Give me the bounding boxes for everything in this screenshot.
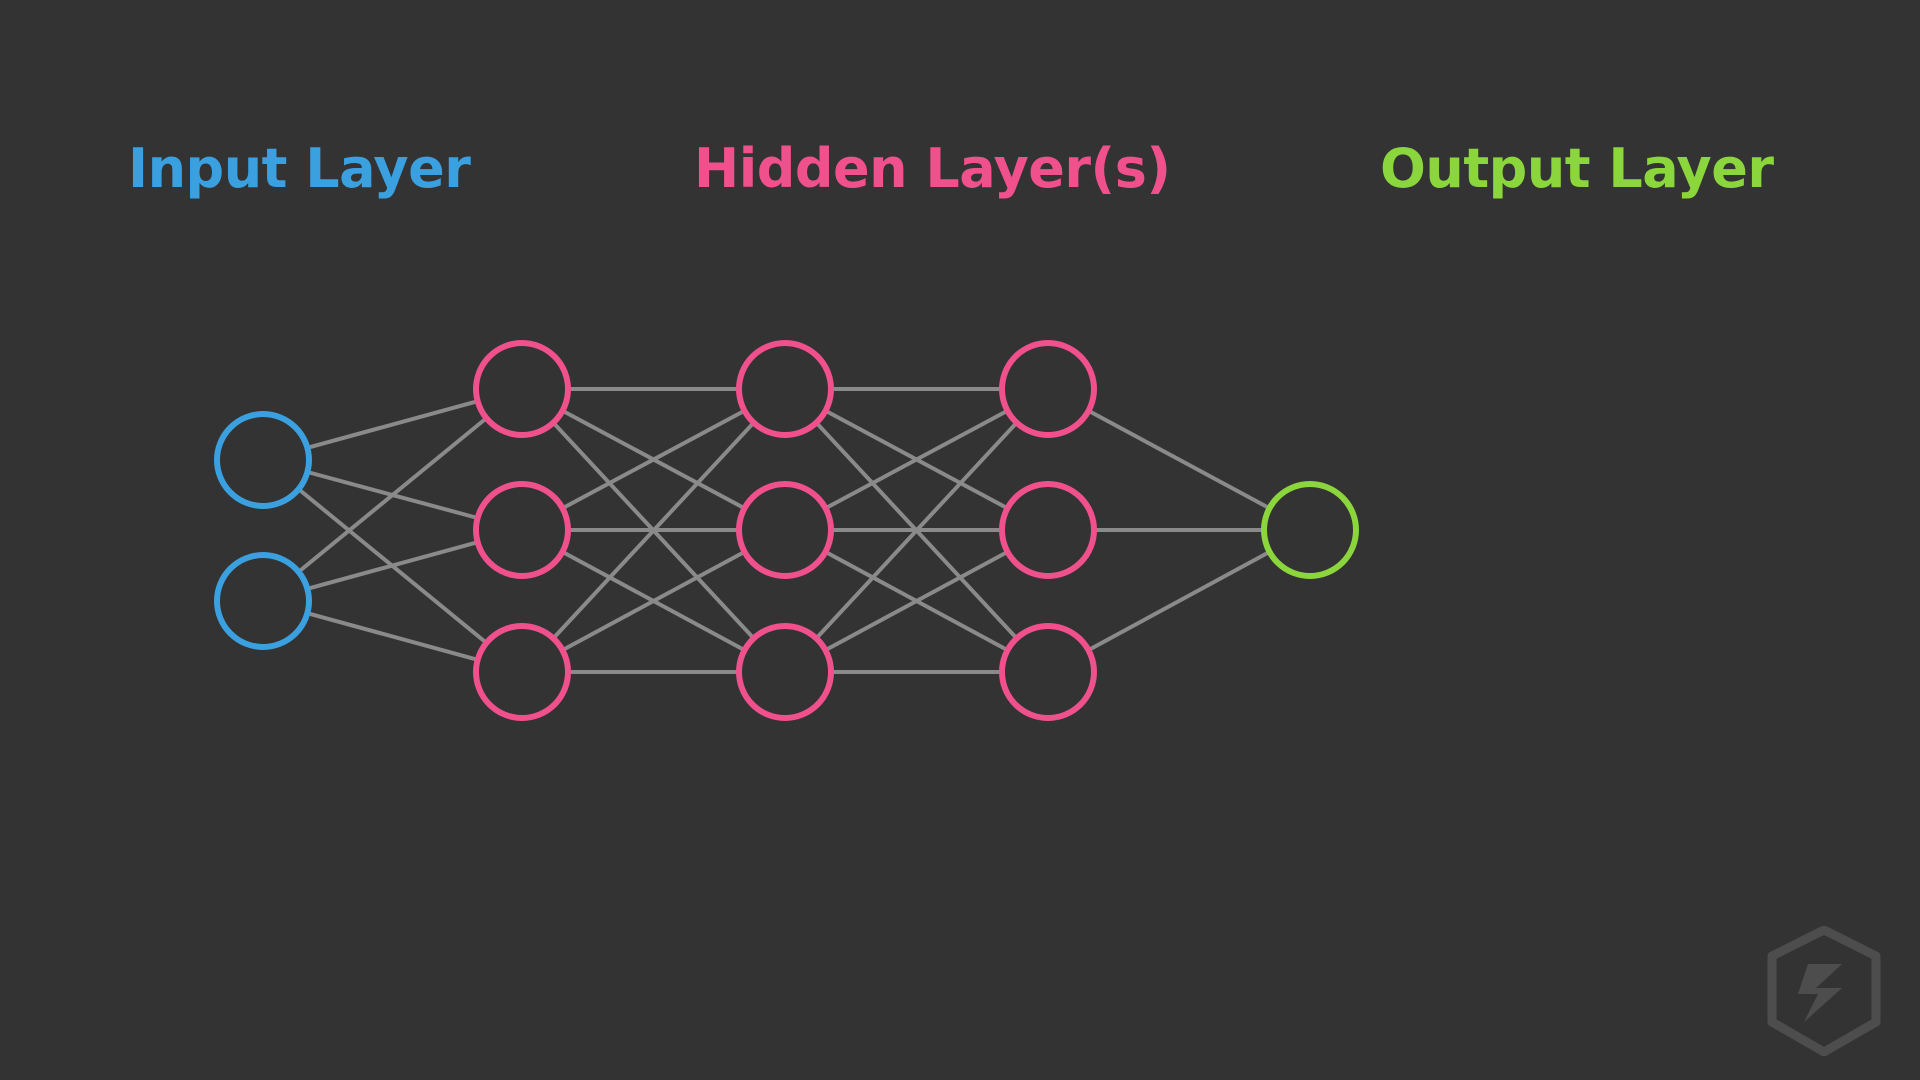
network-edge	[1087, 550, 1271, 652]
network-edge	[1087, 409, 1271, 510]
network-edge	[824, 550, 1009, 652]
network-edge	[306, 540, 479, 591]
layer-title-output: Output Layer	[1380, 137, 1774, 200]
network-edge	[561, 550, 746, 652]
network-edge	[297, 416, 488, 574]
network-node-h1_1	[473, 340, 571, 438]
layer-title-hidden: Hidden Layer(s)	[694, 137, 1171, 200]
network-node-o1	[1261, 481, 1359, 579]
network-edge	[561, 408, 746, 511]
network-node-h3_2	[999, 481, 1097, 579]
network-edge	[814, 421, 1019, 640]
network-node-i1	[214, 411, 312, 509]
network-node-h3_3	[999, 623, 1097, 721]
network-edge	[306, 611, 479, 662]
network-node-h1_3	[473, 623, 571, 721]
network-node-h2_3	[736, 623, 834, 721]
network-node-h2_2	[736, 481, 834, 579]
network-edge	[306, 399, 479, 450]
network-node-h1_2	[473, 481, 571, 579]
network-node-h2_1	[736, 340, 834, 438]
edges-group	[297, 387, 1271, 674]
network-node-h3_1	[999, 340, 1097, 438]
network-edge	[824, 408, 1009, 511]
network-node-i2	[214, 552, 312, 650]
network-edge	[551, 421, 756, 640]
nodes-group	[214, 340, 1359, 721]
layer-title-input: Input Layer	[128, 137, 471, 200]
